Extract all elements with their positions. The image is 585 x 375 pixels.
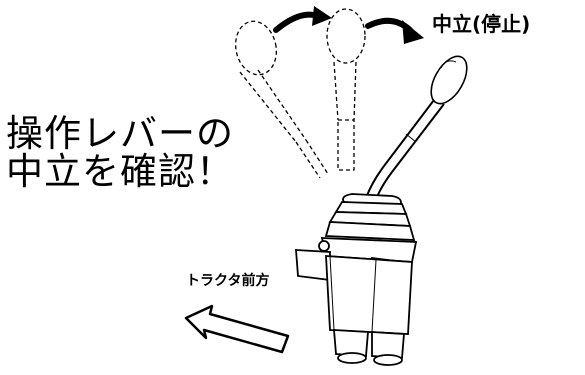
tractor-forward-label: トラクタ前方 [186,273,270,289]
motion-arrow-icon [365,17,424,44]
lever-handle [365,55,468,201]
headline-line-1: 操作レバーの [6,112,234,155]
headline-line-2: 中立を確認！ [6,150,234,193]
valve-body [295,193,418,366]
ghost-lever-back [234,20,329,179]
ghost-lever-mid [326,8,366,171]
neutral-position-label: 中立(停止) [432,12,531,36]
forward-arrow-icon [184,304,290,354]
motion-arrow-icon [273,6,332,33]
